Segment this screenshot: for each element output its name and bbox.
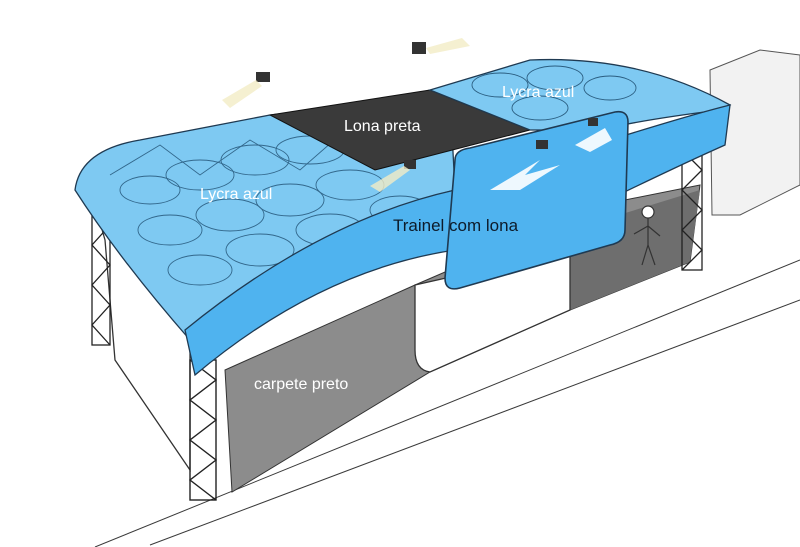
label-carpete: carpete preto [254,376,349,393]
person-figure-icon [633,205,661,266]
trainel-panel [444,110,629,290]
arch-band-right [607,104,731,202]
light-beams [222,38,470,192]
spotlight-icon [256,42,598,169]
label-lona-preta: Lona preta [344,118,421,135]
label-lycra-left: Lycra azul [200,186,273,203]
truss-left-front [188,359,218,501]
label-trainel: Trainel com lona [393,216,519,235]
back-wall-right [709,49,800,216]
label-lycra-right: Lycra azul [502,84,575,101]
